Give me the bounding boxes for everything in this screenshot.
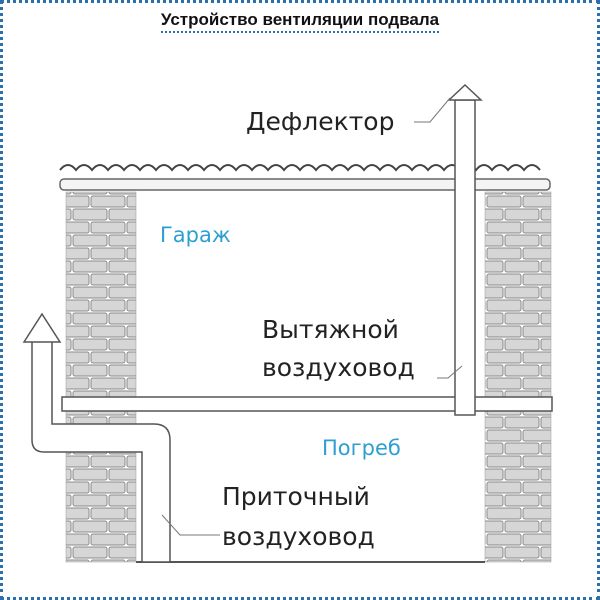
cellar-label: Погреб — [322, 436, 401, 460]
diagram-title: Устройство вентиляции подвала — [0, 10, 600, 33]
roof-slab — [59, 178, 551, 191]
left-brick-wall — [65, 191, 137, 563]
supply-duct — [31, 339, 171, 563]
deflector-cap — [447, 83, 483, 101]
supply-label-line2: воздуховод — [222, 522, 375, 551]
garage-label: Гараж — [160, 223, 231, 247]
exhaust-leader — [437, 365, 463, 379]
exhaust-duct — [454, 99, 476, 416]
deflector-label: Дефлектор — [246, 107, 395, 136]
exhaust-label-line1: Вытяжной — [262, 315, 399, 344]
exhaust-label-line2: воздуховод — [262, 353, 415, 382]
title-text: Устройство вентиляции подвала — [160, 10, 440, 33]
floor-slab — [61, 396, 553, 412]
supply-label-line1: Приточный — [222, 482, 370, 511]
deflector-leader — [414, 97, 451, 123]
supply-arrow-head — [22, 312, 62, 343]
supply-leader — [161, 514, 220, 536]
right-brick-wall — [484, 191, 552, 563]
